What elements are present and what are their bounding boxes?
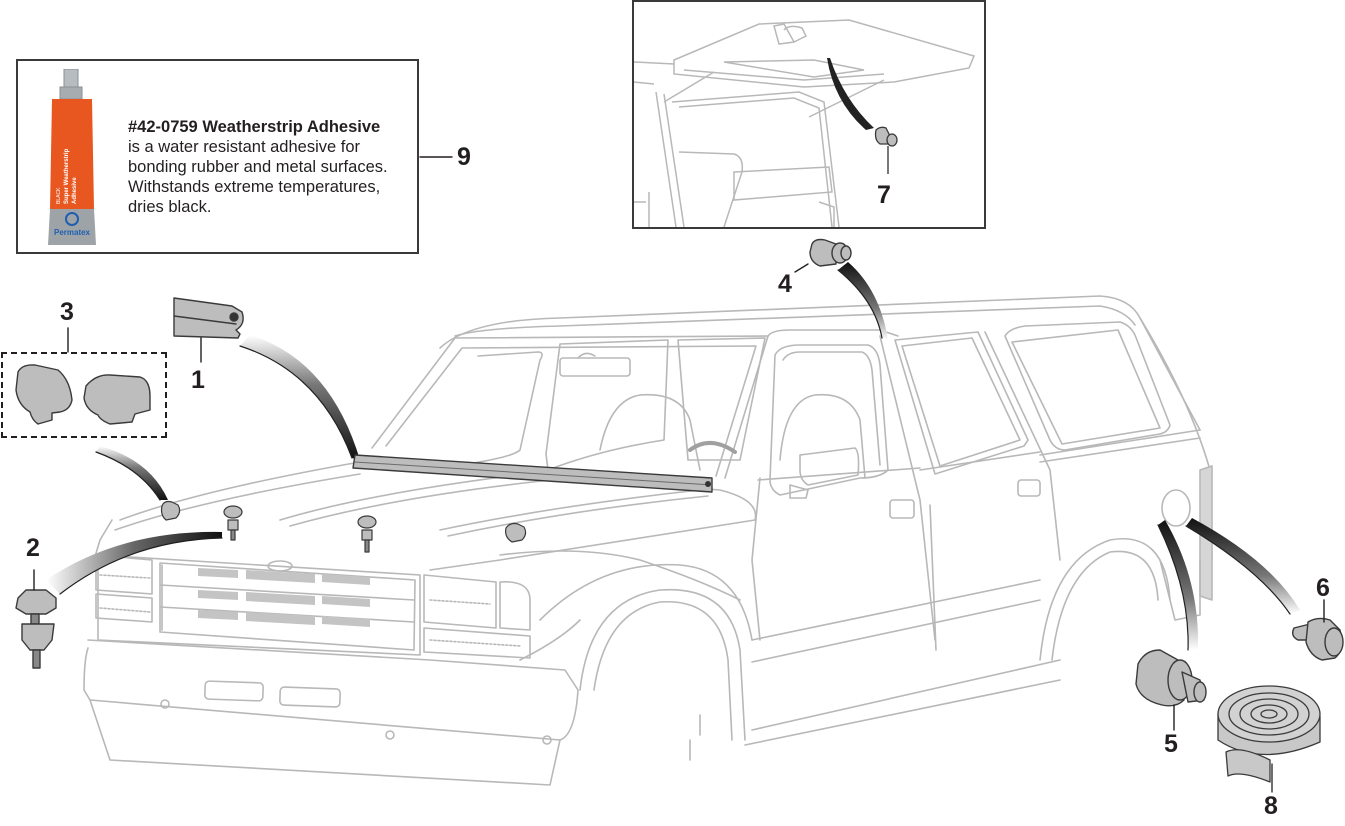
part-hood-bumper-pair [15,327,151,425]
adhesive-desc-line: bonding rubber and metal surfaces. [128,158,388,176]
adhesive-title: #42-0759 Weatherstrip Adhesive [128,118,381,136]
tube-brand: Permatex [54,228,91,237]
roof-outline [439,295,1213,561]
callout-8: 8 [1264,792,1278,820]
body-side-lines [744,504,1061,746]
liftgate-part-layer [827,58,898,174]
interior-seats [599,393,866,479]
cowl-weatherstrip-installed [352,454,713,493]
callout-5: 5 [1164,730,1178,758]
windshield-outline [371,335,769,479]
front-wheel-arch [539,563,753,761]
adhesive-info-box: Permatex Super Weatherstrip Adhesive BLA… [16,59,419,254]
front-bumper [83,619,581,786]
hood-bumpers-installed [160,500,527,553]
adhesive-desc-line: is a water resistant adhesive for [128,138,361,156]
callout-1: 1 [191,366,205,394]
callout-7: 7 [877,181,891,209]
headlamp-left [95,554,153,623]
callout-2: 2 [26,534,40,562]
hood-bumper-group-box [1,352,167,438]
tube-label-line2: Adhesive [72,177,78,204]
callout-6: 6 [1316,574,1330,602]
leader-outlines [59,269,1291,651]
part-liftgate-glass-bumper [874,126,898,147]
hood-adjuster-installed-2 [357,515,377,553]
callout-3: 3 [60,298,74,326]
adhesive-tube-illustration: Permatex Super Weatherstrip Adhesive BLA… [48,69,96,245]
tube-label-line1: Super Weatherstrip [64,148,70,204]
hood-outline [93,461,757,601]
hood-adjuster-installed-1 [223,505,243,541]
part-fuel-door-bumper [1135,649,1207,731]
swoosh-hood-bumper-pair [96,446,168,500]
part-door-bumper [794,238,852,273]
tube-label-color: BLACK [56,187,62,204]
headlamp-right [423,574,531,659]
adhesive-description: #42-0759 Weatherstrip Adhesive is a wate… [128,117,418,217]
swoosh-liftgate-glass [827,58,874,130]
part-cowl-weatherstrip [173,297,244,363]
fuel-door [1161,489,1191,527]
swoosh-door-bumper [838,262,888,340]
side-mirror [789,447,860,499]
front-door-outline [751,329,936,641]
swoosh-liftgate [1186,518,1300,614]
adhesive-desc-line: dries black. [128,198,212,216]
part-liftgate-bumper [1291,599,1344,661]
adhesive-desc-line: Withstands extreme temperatures, [128,178,381,196]
rearview-mirror [559,352,631,377]
rear-door-outline [894,331,1061,561]
part-hood-adjuster [15,569,57,669]
part-weatherstrip-tape-roll [1217,685,1321,793]
front-grille [97,554,421,656]
liftgate-inset-view [632,0,986,229]
callout-4: 4 [778,270,792,298]
swoosh-fuel-door [1158,520,1199,650]
swoosh-cowl [240,335,360,460]
swoosh-hood-adjuster [46,531,222,594]
callout-9: 9 [457,143,471,171]
rear-quarter-window [1004,321,1201,463]
